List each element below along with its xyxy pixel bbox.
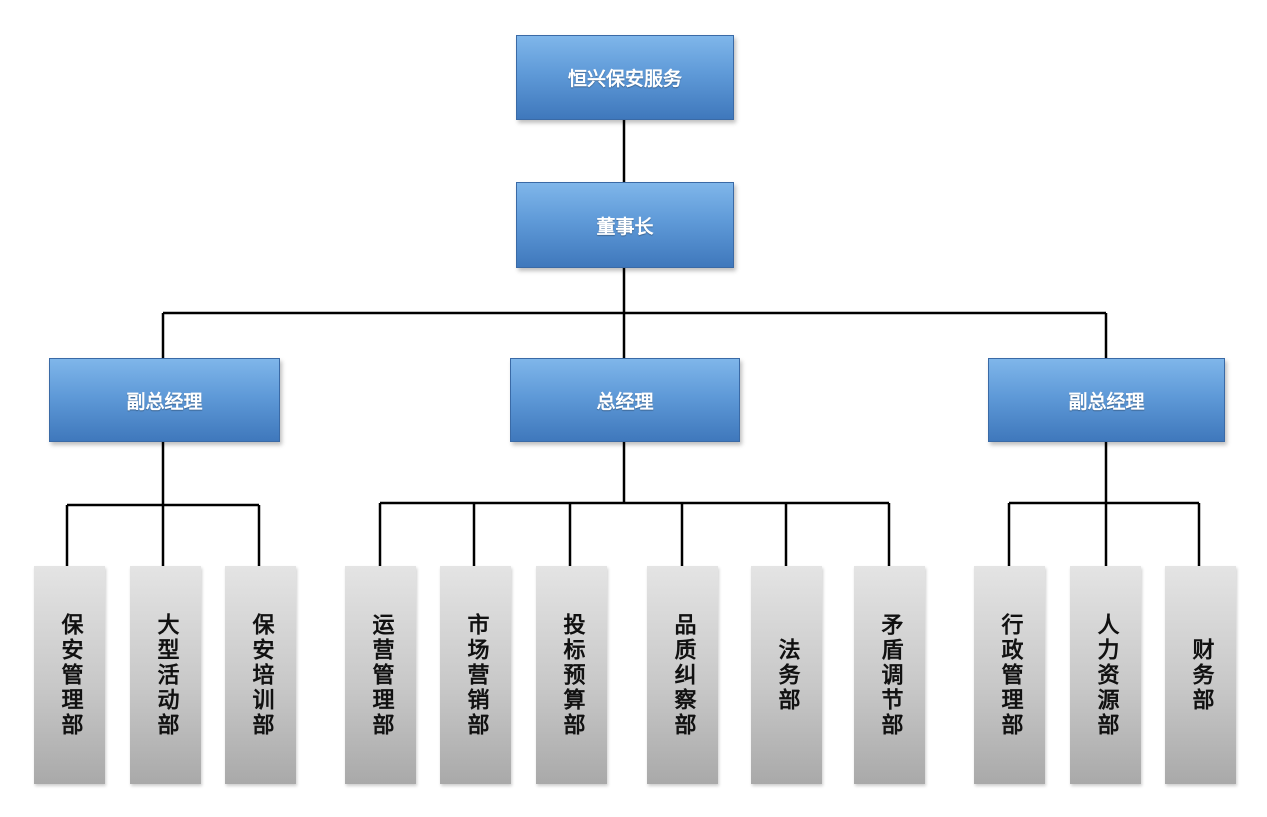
- root-node: 恒兴保安服务: [516, 35, 734, 120]
- department-node: 法务部: [751, 566, 822, 784]
- department-node: 财务部: [1165, 566, 1236, 784]
- department-label: 运营管理部: [368, 612, 394, 738]
- department-node: 人力资源部: [1070, 566, 1141, 784]
- department-node: 矛盾调节部: [854, 566, 925, 784]
- department-node: 品质纠察部: [647, 566, 718, 784]
- department-label: 市场营销部: [463, 612, 489, 738]
- department-label: 保安培训部: [248, 612, 274, 738]
- chairman-node: 董事长: [516, 182, 734, 268]
- manager-label: 副总经理: [1068, 390, 1145, 413]
- department-node: 保安管理部: [34, 566, 105, 784]
- department-label: 行政管理部: [997, 612, 1023, 738]
- department-label: 大型活动部: [153, 612, 179, 738]
- department-label: 法务部: [774, 637, 800, 713]
- department-label: 财务部: [1188, 637, 1214, 713]
- department-label: 矛盾调节部: [877, 612, 903, 738]
- manager-label: 总经理: [596, 390, 654, 413]
- department-label: 品质纠察部: [670, 612, 696, 738]
- department-node: 大型活动部: [130, 566, 201, 784]
- department-node: 市场营销部: [440, 566, 511, 784]
- department-label: 投标预算部: [559, 612, 585, 738]
- department-node: 保安培训部: [225, 566, 296, 784]
- vice-manager-right-node: 副总经理: [988, 358, 1225, 442]
- manager-label: 副总经理: [126, 390, 203, 413]
- root-node-label: 恒兴保安服务: [567, 68, 682, 90]
- department-label: 保安管理部: [57, 612, 83, 738]
- department-node: 投标预算部: [536, 566, 607, 784]
- department-node: 行政管理部: [974, 566, 1045, 784]
- department-node: 运营管理部: [345, 566, 416, 784]
- chairman-node-label: 董事长: [596, 215, 654, 238]
- general-manager-node: 总经理: [510, 358, 740, 442]
- vice-manager-left-node: 副总经理: [49, 358, 280, 442]
- department-label: 人力资源部: [1093, 612, 1119, 738]
